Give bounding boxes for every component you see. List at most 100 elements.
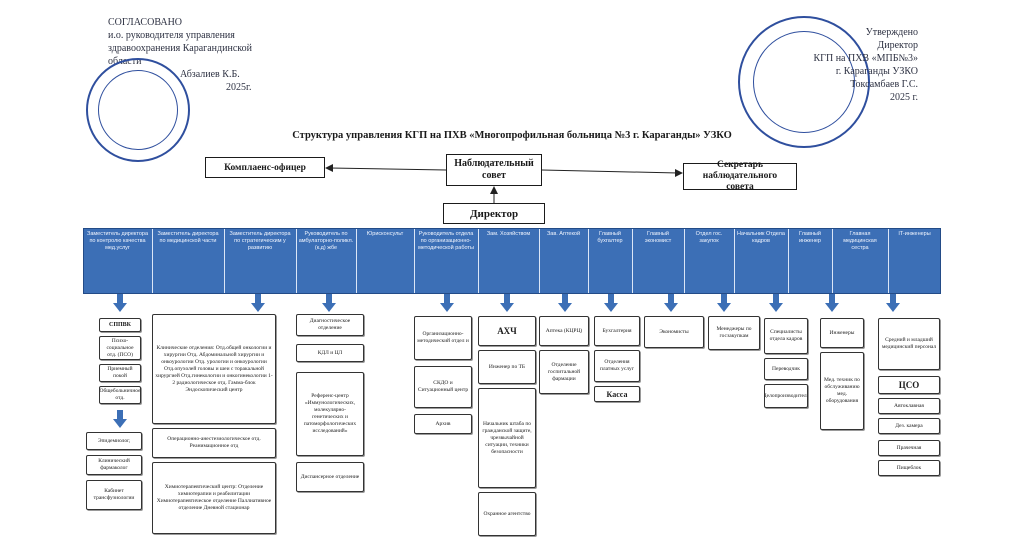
secretary-box: Секретарь наблюдательного совета [683, 160, 797, 192]
header-separator [832, 229, 833, 293]
header-separator [888, 229, 889, 293]
dept-box: Экономисты [644, 316, 704, 348]
compliance-box: Комплаенс-офицер [205, 157, 325, 178]
department-head: Главная медицинская сестра [843, 231, 877, 251]
approval-left-signature: Абзалиев К.Б. [180, 69, 240, 80]
approval-right-line: г. Караганды УЗКО [835, 66, 918, 77]
dept-box: Делопроизводитель [764, 384, 808, 408]
down-arrow-icon [664, 294, 678, 313]
board-box: Наблюдательный совет [446, 154, 542, 186]
approval-left-line: и.о. руководителя управления [108, 30, 235, 41]
dept-box: Отделение госпитальной фармации [539, 350, 589, 394]
dept-box: Кабинет трансфузиологии [86, 480, 142, 510]
seal-right-icon [738, 16, 870, 148]
dept-box: Менеджеры по госзакупкам [708, 316, 760, 350]
dept-box: Психо-социальное отд. (ПСО) [99, 336, 141, 360]
header-separator [539, 229, 540, 293]
header-separator [296, 229, 297, 293]
header-separator [734, 229, 735, 293]
dept-box: Мед. техник по обслуживанию мед. оборудо… [820, 352, 864, 430]
header-separator [632, 229, 633, 293]
department-head: Главный бухгалтер [597, 231, 623, 244]
down-arrow-icon [558, 294, 572, 313]
department-head: Зам. Хозяйством [486, 231, 531, 237]
approval-left-year: 2025г. [226, 82, 252, 93]
header-separator [224, 229, 225, 293]
dept-box: Клинические отделения: Отд.общей онколог… [152, 314, 276, 424]
department-head: Начальник Отдела кадров [737, 231, 785, 244]
department-head: Руководитель по амбулаторно-поликл.(к.д)… [298, 231, 354, 251]
dept-box: Архив [414, 414, 472, 434]
dept-box: Отделения платных услуг [594, 350, 640, 382]
department-head: Заместитель директора по контролю качест… [87, 231, 148, 251]
dept-box: Инженеры [820, 318, 864, 348]
dept-box: Эпидемиолог, [86, 432, 142, 450]
dept-box: АХЧ [478, 316, 536, 346]
header-separator [588, 229, 589, 293]
dept-box: Химиотерапевтический центр: Отделение хи… [152, 462, 276, 534]
dept-box: Специалисты отдела кадров [764, 318, 808, 354]
down-arrow-icon [717, 294, 731, 313]
dept-box: Касса [594, 386, 640, 402]
dept-box: Бухгалтерия [594, 316, 640, 346]
dept-box: Переводчик [764, 358, 808, 380]
approval-right-line: Директор [877, 40, 918, 51]
approval-right: Утверждено Директор КГП на ПХВ «МПБ№3» г… [800, 26, 918, 104]
header-separator [788, 229, 789, 293]
down-arrow-icon [251, 294, 265, 313]
dept-box: СКДО и Ситуационный центр [414, 366, 472, 408]
department-head: Главный экономист [644, 231, 672, 244]
dept-box: СППВК [99, 318, 141, 332]
department-head: Зав. Аптекой [546, 231, 581, 237]
approval-right-line: КГП на ПХВ «МПБ№3» [813, 53, 918, 64]
dept-box: Инженер по ТБ [478, 350, 536, 384]
down-arrow-icon [440, 294, 454, 313]
down-arrow-icon [500, 294, 514, 313]
department-head: Главный инженер [798, 231, 821, 244]
dept-box: Референс-центр «Иммунологических, молеку… [296, 372, 364, 456]
department-head: Заместитель директора по стратегическим … [229, 231, 291, 251]
department-head: Юрисконсульт [366, 231, 404, 237]
down-arrow-icon [604, 294, 618, 313]
header-separator [684, 229, 685, 293]
dept-box: Диспансерное отделение [296, 462, 364, 492]
dept-box: Охранное агентство [478, 492, 536, 536]
dept-box: Начальник штаба по гражданской защите, ч… [478, 388, 536, 488]
department-head: IT-инженеры [898, 231, 931, 237]
approval-left-line: здравоохранения Карагандинской [108, 43, 252, 54]
page-title: Структура управления КГП на ПХВ «Многопр… [292, 130, 732, 141]
dept-box: Автоклавная [878, 398, 940, 414]
dept-box: Средний и младший медицинский персонал [878, 318, 940, 370]
down-arrow-icon [113, 410, 127, 429]
dept-box: Дез. камера [878, 418, 940, 434]
down-arrow-icon [886, 294, 900, 313]
dept-box: Клинический фармаколог [86, 455, 142, 475]
down-arrow-icon [769, 294, 783, 313]
dept-box: Приемный покой [99, 364, 141, 382]
dept-box: ЦСО [878, 376, 940, 394]
dept-box: Организационно-методический отдел и [414, 316, 472, 360]
dept-box: Аптека (КЦРЦ) [539, 316, 589, 346]
dept-box: Операционно-анестезиологическое отд. Реа… [152, 428, 276, 458]
approval-right-line: Утверждено [865, 27, 918, 38]
down-arrow-icon [113, 294, 127, 313]
department-head: Руководитель отдела по организационно-ме… [418, 231, 474, 251]
approval-left-line: СОГЛАСОВАНО [108, 17, 183, 28]
dept-box: Прачечная [878, 440, 940, 456]
dept-box: Общебольничное отд. [99, 386, 141, 404]
department-head: Заместитель директора по медицинской час… [157, 231, 219, 244]
dept-box: КДЛ и ЦЛ [296, 344, 364, 362]
approval-right-line: Токсамбаев Г.С. [850, 79, 918, 90]
director-box: Директор [443, 203, 545, 224]
department-header-bar [83, 228, 941, 294]
dept-box: Диагностическое отделение [296, 314, 364, 336]
approval-right-line: 2025 г. [890, 92, 918, 103]
header-separator [356, 229, 357, 293]
dept-box: Пищеблок [878, 460, 940, 476]
header-separator [414, 229, 415, 293]
down-arrow-icon [322, 294, 336, 313]
department-head: Отдел гос. закупок [695, 231, 723, 244]
header-separator [152, 229, 153, 293]
header-separator [478, 229, 479, 293]
